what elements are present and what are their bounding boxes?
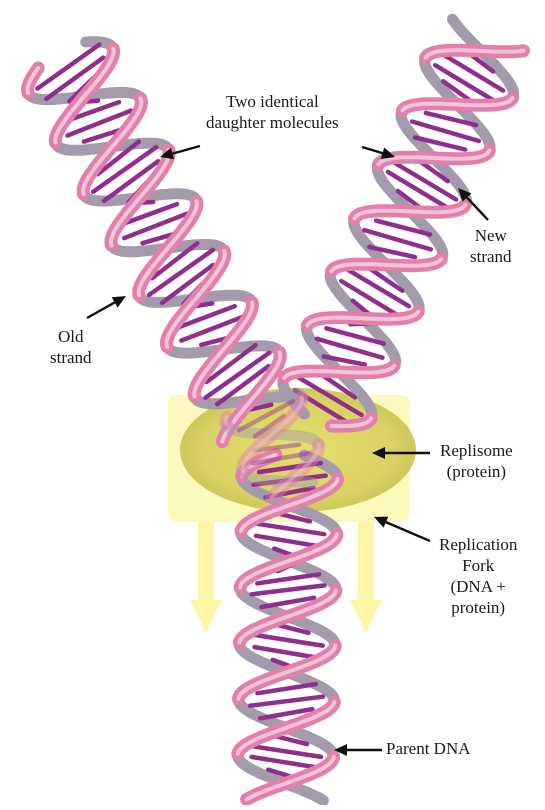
arrow-shaft: [173, 146, 201, 154]
base-pair: [252, 585, 325, 594]
parent-dna-arrow: [334, 744, 382, 756]
arrow-shaft: [362, 147, 383, 153]
base-pair: [254, 523, 325, 534]
old-strand-arrow: [87, 296, 126, 318]
replisome-label: Replisome (protein): [440, 440, 513, 482]
arrow-shaft: [386, 522, 430, 541]
base-pair: [250, 697, 323, 706]
replisome-right-arrow: [350, 520, 382, 633]
replisome-left-arrow: [190, 520, 222, 633]
old-strand-label: Old strand: [50, 326, 92, 368]
arrow-shaft: [87, 302, 115, 318]
base-pair: [250, 746, 321, 757]
base-pair: [252, 757, 320, 768]
base-pair: [255, 647, 320, 658]
parent-dna-label: Parent DNA: [386, 738, 471, 759]
replication-fork-label: Replication Fork (DNA + protein): [439, 534, 517, 618]
base-pair: [256, 536, 322, 547]
right-daughter-helix: [283, 19, 524, 426]
base-pair: [252, 635, 323, 646]
new-strand-label: New strand: [470, 225, 512, 267]
daughter-molecules-label: Two identical daughter molecules: [206, 91, 339, 133]
backbone-strand-front-highlight: [226, 417, 227, 423]
helices-layer: [28, 19, 524, 800]
